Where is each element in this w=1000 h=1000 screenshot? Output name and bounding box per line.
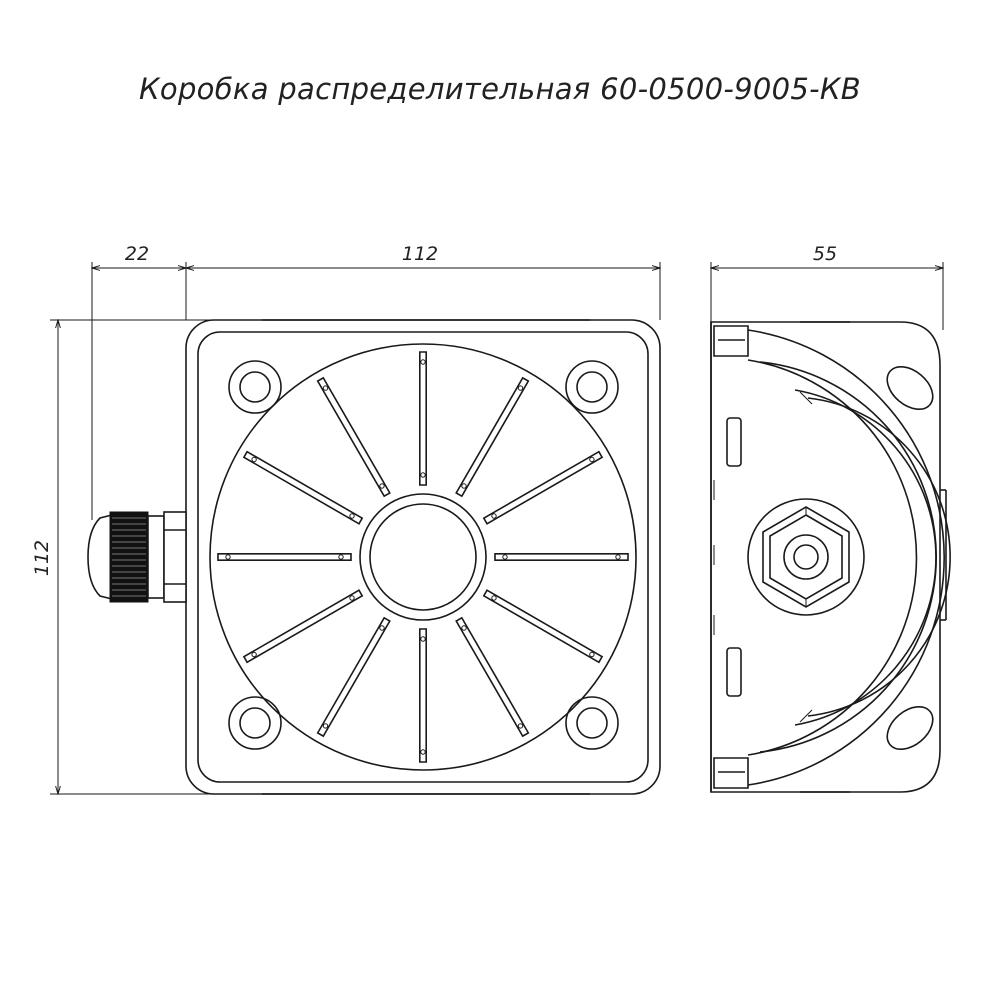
rib-dot (322, 385, 329, 391)
rib-dot (517, 723, 524, 729)
rib-dot (379, 625, 385, 631)
radial-rib (217, 552, 352, 562)
rib-dot (589, 651, 595, 658)
rib-dot (420, 472, 426, 478)
rib-dot (251, 456, 257, 463)
rib-dot (420, 359, 426, 365)
drawing-title: Коробка распределительная 60-0500-9005-К… (139, 72, 861, 106)
radial-rib (494, 552, 629, 562)
rib-dot (461, 625, 467, 631)
rib-dot (491, 513, 497, 519)
dimension-label-gland: 22 (125, 243, 149, 265)
side-view (710, 321, 951, 793)
rib-dot (420, 749, 426, 755)
dimension-width: 112 (186, 243, 660, 320)
dimension-label-width: 112 (402, 243, 438, 265)
rib-dot (615, 554, 621, 560)
radial-rib (482, 589, 604, 664)
dimension-label-height: 112 (31, 540, 53, 576)
radial-rib (316, 616, 391, 738)
rib-dot (461, 483, 467, 489)
cable-gland (87, 511, 187, 603)
radial-rib (482, 450, 604, 525)
screw-bottom-right (565, 696, 619, 750)
rib-dot (338, 554, 344, 560)
radial-rib (455, 376, 530, 498)
screw-top-left (228, 360, 282, 414)
radial-rib (242, 589, 364, 664)
dimension-depth: 55 (711, 243, 943, 330)
center-boss-inner (369, 503, 477, 611)
radial-rib (418, 351, 428, 486)
radial-rib (316, 376, 391, 498)
radial-rib (418, 628, 428, 763)
front-view (185, 319, 661, 795)
rib-dot (517, 385, 524, 391)
dimension-label-depth: 55 (813, 243, 837, 265)
screw-bottom-left (228, 696, 282, 750)
rib-dot (420, 636, 426, 642)
radial-rib (242, 450, 364, 525)
rib-dot (322, 723, 329, 729)
screw-top-right (565, 360, 619, 414)
rib-dot (225, 554, 231, 560)
rib-dot (349, 595, 355, 601)
rib-dot (502, 554, 508, 560)
radial-ribs (217, 351, 629, 763)
lid-circle (209, 343, 637, 771)
rib-dot (349, 513, 355, 519)
rib-dot (491, 595, 497, 601)
dimension-gland-length: 22 (92, 243, 186, 520)
rib-dot (251, 651, 257, 658)
radial-rib (455, 616, 530, 738)
rib-dot (589, 456, 595, 463)
center-boss-outer (359, 493, 487, 621)
rib-dot (379, 483, 385, 489)
